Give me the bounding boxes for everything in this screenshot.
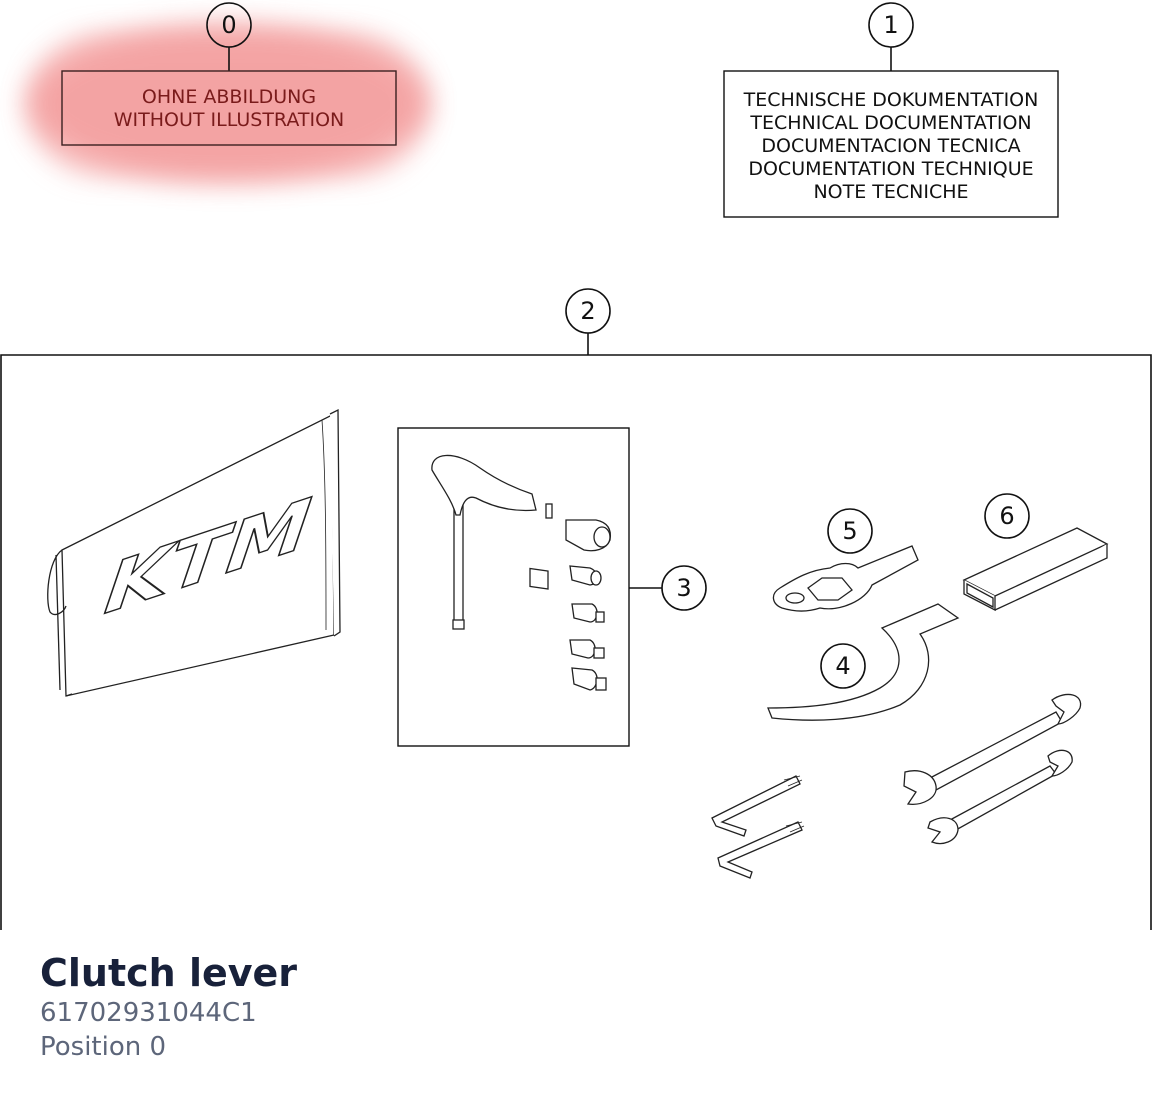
without-illustration-box: OHNE ABBILDUNG WITHOUT ILLUSTRATION bbox=[61, 70, 397, 146]
svg-text:5: 5 bbox=[842, 517, 857, 545]
bit-set-box bbox=[397, 427, 630, 747]
toolkit-frame bbox=[0, 354, 1152, 930]
callout-3[interactable]: 3 bbox=[629, 565, 707, 611]
allen-key-upper[interactable] bbox=[711, 775, 803, 837]
callout-1[interactable]: 1 bbox=[868, 2, 914, 71]
highlight-region bbox=[28, 25, 428, 181]
part-title: Clutch lever bbox=[40, 951, 298, 995]
part-number: 61702931044C1 bbox=[40, 998, 257, 1028]
callout-6[interactable]: 6 bbox=[984, 493, 1030, 539]
part-position: Position 0 bbox=[40, 1032, 167, 1062]
svg-text:TECHNICAL DOCUMENTATION: TECHNICAL DOCUMENTATION bbox=[749, 112, 1031, 134]
t-handle-driver[interactable] bbox=[431, 454, 553, 630]
callout-2[interactable]: 2 bbox=[565, 288, 611, 355]
tool-bag[interactable] bbox=[47, 408, 341, 697]
svg-text:DOCUMENTATION TECHNIQUE: DOCUMENTATION TECHNIQUE bbox=[748, 158, 1033, 180]
callout-0[interactable]: 0 bbox=[206, 2, 252, 71]
hex-spanner[interactable] bbox=[772, 545, 919, 612]
svg-text:DOCUMENTACION TECNICA: DOCUMENTACION TECNICA bbox=[761, 135, 1020, 157]
hook-spanner[interactable] bbox=[767, 603, 960, 721]
open-end-wrench-large[interactable] bbox=[903, 693, 1082, 805]
svg-text:TECHNISCHE DOKUMENTATION: TECHNISCHE DOKUMENTATION bbox=[743, 89, 1039, 111]
svg-text:1: 1 bbox=[883, 11, 898, 39]
exploded-parts-diagram: 0 OHNE ABBILDUNG WITHOUT ILLUSTRATION 1 … bbox=[0, 2, 1152, 930]
svg-text:NOTE TECNICHE: NOTE TECNICHE bbox=[813, 181, 968, 203]
svg-text:6: 6 bbox=[999, 502, 1014, 530]
svg-text:OHNE ABBILDUNG: OHNE ABBILDUNG bbox=[142, 86, 316, 108]
open-end-wrench-small[interactable] bbox=[927, 749, 1073, 845]
callout-4[interactable]: 4 bbox=[820, 643, 866, 689]
svg-text:2: 2 bbox=[580, 297, 595, 325]
part-caption: Clutch lever 61702931044C1 Position 0 bbox=[40, 950, 297, 1064]
svg-text:4: 4 bbox=[835, 652, 850, 680]
svg-text:3: 3 bbox=[676, 574, 691, 602]
svg-text:0: 0 bbox=[221, 11, 236, 39]
bit-sockets[interactable] bbox=[565, 519, 612, 691]
callout-5[interactable]: 5 bbox=[827, 508, 873, 554]
svg-text:WITHOUT ILLUSTRATION: WITHOUT ILLUSTRATION bbox=[114, 109, 345, 131]
tube-sleeve[interactable] bbox=[962, 527, 1109, 612]
allen-key-lower[interactable] bbox=[717, 821, 805, 879]
technical-documentation-box: TECHNISCHE DOKUMENTATION TECHNICAL DOCUM… bbox=[723, 70, 1059, 218]
